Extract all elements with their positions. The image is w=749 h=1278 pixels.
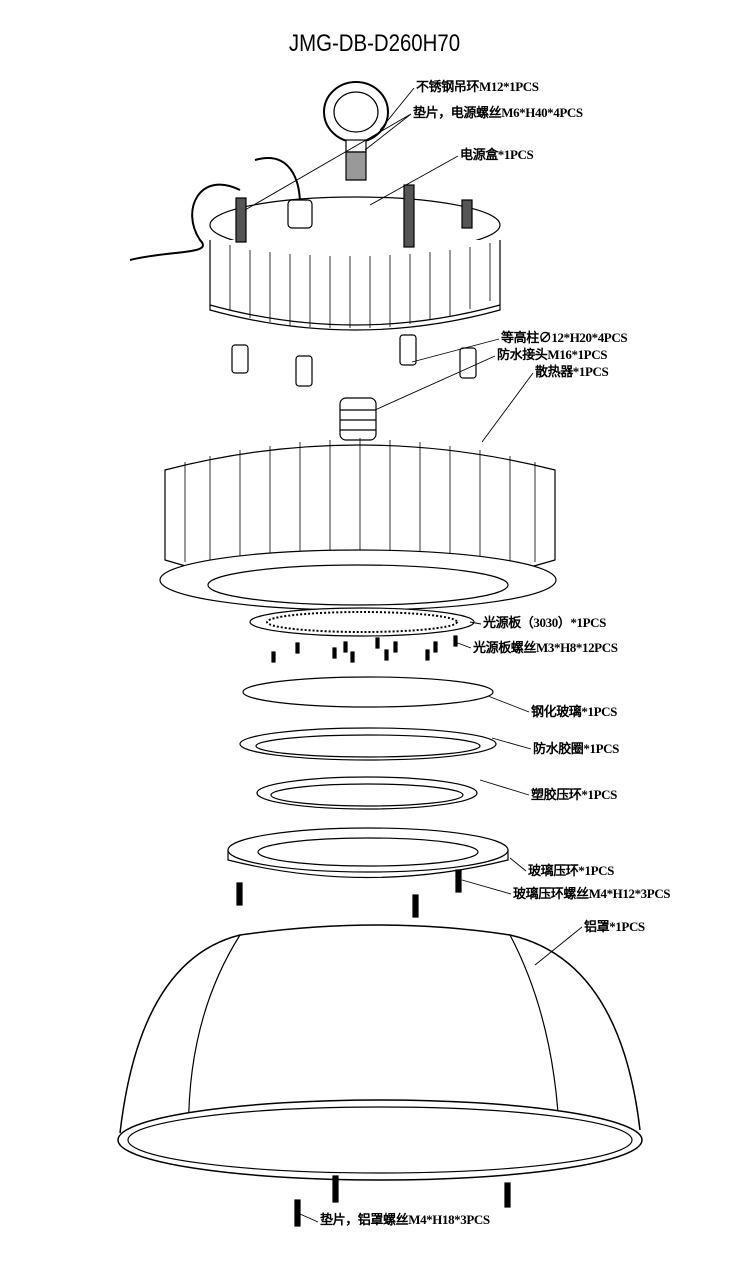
label-led-board: 光源板（3030）*1PCS <box>483 615 606 630</box>
eye-bolt-part <box>323 81 389 181</box>
tempered-glass-part <box>242 676 494 708</box>
label-led-board-screws: 光源板螺丝M3*H8*12PCS <box>473 640 618 655</box>
model-title: JMG-DB-D260H70 <box>288 30 461 57</box>
led-board-screws-part <box>271 635 458 663</box>
label-standoffs: 等高柱∅12*H20*4PCS <box>501 330 628 345</box>
label-tempered-glass: 钢化玻璃*1PCS <box>531 704 617 719</box>
cable-gland-part <box>339 397 377 441</box>
heatsink-part <box>159 438 557 611</box>
label-cable-gland: 防水接头M16*1PCS <box>497 347 608 362</box>
label-glass-ring: 玻璃压环*1PCS <box>528 863 614 878</box>
reflector-screws-part <box>294 1175 511 1227</box>
standoffs-part <box>231 334 477 387</box>
label-plastic-ring: 塑胶压环*1PCS <box>531 787 617 802</box>
label-reflector-screws: 垫片，铝罩螺丝M4*H18*3PCS <box>320 1212 490 1227</box>
glass-ring-part <box>227 827 509 879</box>
label-glass-ring-screws: 玻璃压环螺丝M4*H12*3PCS <box>513 886 671 901</box>
power-supply-box-part <box>209 184 501 331</box>
reflector-part <box>117 924 643 1181</box>
plastic-ring-part <box>256 776 478 810</box>
label-waterproof-gasket: 防水胶圈*1PCS <box>533 741 619 756</box>
power-cable <box>129 157 301 261</box>
label-heatsink: 散热器*1PCS <box>535 364 609 379</box>
gasket-part <box>239 727 497 761</box>
glass-ring-screws-part <box>236 869 462 918</box>
led-board-part <box>249 607 475 637</box>
leader-lines <box>244 87 583 1223</box>
label-psu-box: 电源盒*1PCS <box>460 147 534 162</box>
label-eye-bolt: 不锈钢吊环M12*1PCS <box>416 79 539 94</box>
label-reflector: 铝罩*1PCS <box>584 919 645 934</box>
label-psu-screws: 垫片，电源螺丝M6*H40*4PCS <box>413 105 583 120</box>
